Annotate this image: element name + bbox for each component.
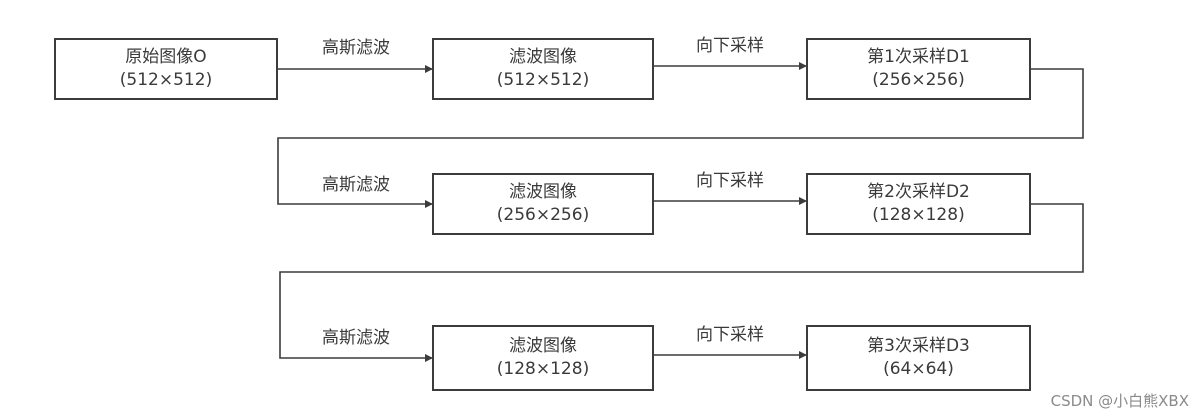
label-r3-down: 向下采样 bbox=[696, 325, 764, 345]
box-sample-d1: 第1次采样D1 (256×256) bbox=[806, 38, 1031, 100]
box-sample-d3: 第3次采样D3 (64×64) bbox=[806, 325, 1031, 391]
box-original-image: 原始图像O (512×512) bbox=[54, 38, 278, 100]
label-r2-filter: 高斯滤波 bbox=[322, 175, 390, 195]
box-filtered-image-1: 滤波图像 (512×512) bbox=[432, 38, 654, 100]
box-sample-d2: 第2次采样D2 (128×128) bbox=[806, 173, 1031, 235]
box-filtered-image-2: 滤波图像 (256×256) bbox=[432, 173, 654, 235]
box-sample-d1-size: (256×256) bbox=[872, 70, 965, 90]
box-filtered-image-3: 滤波图像 (128×128) bbox=[432, 325, 654, 391]
box-sample-d3-size: (64×64) bbox=[883, 359, 954, 379]
box-filtered-image-1-title: 滤波图像 bbox=[509, 47, 577, 67]
label-r1-down: 向下采样 bbox=[696, 36, 764, 56]
box-sample-d3-title: 第3次采样D3 bbox=[867, 336, 970, 356]
box-original-image-size: (512×512) bbox=[119, 70, 213, 90]
label-r3-filter: 高斯滤波 bbox=[322, 328, 390, 348]
csdn-watermark: CSDN @小白熊XBX bbox=[1050, 392, 1189, 410]
box-filtered-image-2-title: 滤波图像 bbox=[509, 182, 577, 202]
connector-r1-r2 bbox=[277, 68, 1084, 208]
connector-r2-r3 bbox=[279, 203, 1084, 362]
label-r1-filter: 高斯滤波 bbox=[322, 38, 390, 58]
label-r2-down: 向下采样 bbox=[696, 171, 764, 191]
box-sample-d2-title: 第2次采样D2 bbox=[867, 182, 970, 202]
box-filtered-image-3-title: 滤波图像 bbox=[509, 336, 577, 356]
box-filtered-image-1-size: (512×512) bbox=[496, 70, 590, 90]
box-filtered-image-3-size: (128×128) bbox=[496, 359, 590, 379]
box-sample-d1-title: 第1次采样D1 bbox=[867, 47, 970, 67]
box-filtered-image-2-size: (256×256) bbox=[496, 205, 590, 225]
box-original-image-title: 原始图像O bbox=[125, 47, 207, 67]
box-sample-d2-size: (128×128) bbox=[872, 205, 965, 225]
